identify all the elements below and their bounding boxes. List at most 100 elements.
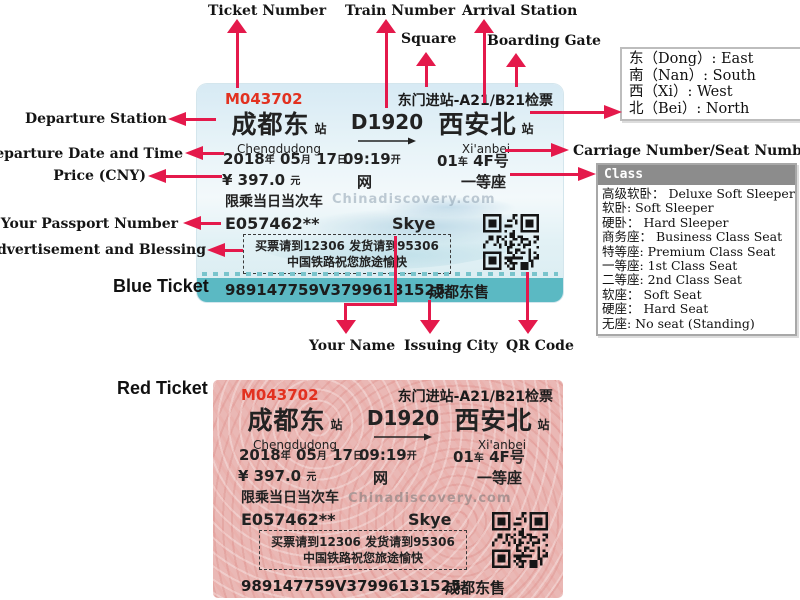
train-number-value: D1920 [350,110,424,134]
class-item: 硬座： Hard Seat [602,301,709,317]
arrow-ticket-number [227,19,247,33]
label-arrival-station: Arrival Station [462,3,578,19]
label-advertisement: Advertisement and Blessing [0,242,206,258]
arrow-departure-station [168,112,186,126]
class-item: 软卧: Soft Sleeper [602,200,714,216]
departure-station-name: 成都东 [231,110,310,139]
departure-pinyin: Chengdudong [253,438,337,452]
watermark: Chinadiscovery.com [348,491,512,506]
arrow-square [416,52,436,66]
arrow-line [225,249,243,252]
arrival-pinyin: Xi'anbei [477,438,527,452]
perforation-dashes [202,272,558,276]
arrow-line [186,118,216,121]
label-passport-number: Your Passport Number [0,216,178,232]
station-suffix: 站 [330,418,343,432]
departure-station-name: 成都东 [247,406,326,435]
ad-line-2: 中国铁路祝您旅途愉快 [286,255,407,269]
label-departure-station: Departure Station [24,111,167,127]
watermark: Chinadiscovery.com [332,192,496,207]
departure-station-block: 成都东站 Chengdudong [225,401,365,452]
passenger-name-value: Skye [408,510,452,529]
direction-east: 东（Dong）: East [629,51,754,67]
station-suffix: 站 [521,122,534,136]
qr-code [492,512,548,568]
arrow-line [530,111,604,114]
direction-north: 北（Bei）: North [629,100,750,117]
departure-time: 09:19开 [343,150,401,168]
label-blue-ticket: Blue Ticket [113,276,209,296]
arrow-class-box [578,167,596,181]
arrow-line [394,236,397,306]
train-number-block: D1920 [349,110,425,145]
ticket-footer-strip: 989147759V37996131525 成都东售 [197,278,563,302]
label-red-ticket: Red Ticket [117,378,208,398]
label-issuing-city: Issuing City [404,338,498,354]
arrow-departure-datetime [185,146,203,160]
label-your-name: Your Name [309,338,396,354]
arrival-station-block: 西安北站 Xi'anbei [439,401,565,452]
class-item: 无座: No seat (Standing) [602,315,755,331]
arrow-boarding-gate [506,53,526,67]
price-value: ¥ 397.0 元 [222,171,301,189]
qr-code [483,214,539,270]
purchase-channel: 网 [373,469,389,487]
label-ticket-number: Ticket Number [208,3,327,19]
price-value: ¥ 397.0 元 [238,467,317,485]
ad-line-2: 中国铁路祝您旅途愉快 [302,551,423,565]
arrival-pinyin: Xi'anbei [461,142,511,156]
departure-pinyin: Chengdudong [237,142,321,156]
arrow-line [203,152,224,155]
arrow-line [236,33,239,88]
departure-time: 09:19开 [359,446,417,464]
arrow-line [385,33,388,108]
seat-class-value: 一等座 [477,469,523,487]
station-suffix: 站 [314,122,327,136]
boarding-gate-value: 东门进站-A21/B21检票 [397,93,553,109]
arrow-carriage-seat [551,143,569,157]
arrow-line [166,175,222,178]
departure-station-block: 成都东站 Chengdudong [209,105,349,156]
class-item: 一等座: 1st Class Seat [602,258,738,274]
ad-line-1: 买票请到12306 发货请到95306 [271,535,455,549]
label-carriage-seat: Carriage Number/Seat Number [573,143,800,159]
departure-date: 2018年 05月 17日 [223,150,347,168]
arrow-your-name [336,320,356,334]
arrow-line [505,149,551,152]
ticket-footer-strip: 989147759V37996131525 成都东售 [213,574,563,598]
ticket-number-value: M043702 [241,386,319,404]
direction-arrow-icon [358,137,416,145]
class-item: 软座： Soft Seat [602,286,702,302]
validity-notice: 限乘当日当次车 [225,194,323,210]
label-boarding-gate: Boarding Gate [487,33,601,49]
passport-number-value: E057462** [225,214,320,233]
arrow-line [483,33,486,103]
arrow-price [148,169,166,183]
arrow-line [510,173,578,176]
direction-arrow-icon [374,433,432,441]
arrow-qr-code [518,320,538,334]
arrow-line [201,222,221,225]
arrow-advertisement [207,243,225,257]
boarding-gate-value: 东门进站-A21/B21检票 [397,389,553,405]
arrow-issuing-city [420,320,440,334]
advertisement-box: 买票请到12306 发货请到95306 中国铁路祝您旅途愉快 [259,530,467,570]
class-item: 高级软卧： Deluxe Soft Sleeper [602,186,795,201]
label-departure-datetime: Departure Date and Time [0,146,183,162]
class-legend-box: Class 高级软卧： Deluxe Soft Sleeper 软卧: Soft… [596,163,797,337]
arrow-line [344,303,347,320]
validity-notice: 限乘当日当次车 [241,490,339,506]
class-item: 硬卧： Hard Sleeper [602,214,729,230]
arrow-line [526,272,529,320]
arrow-directions-box [604,105,622,119]
class-item: 特等座: Premium Class Seat [602,243,776,259]
arrow-line [344,303,397,306]
blue-ticket: M043702 东门进站-A21/B21检票 成都东站 Chengdudong … [197,84,563,302]
departure-date: 2018年 05月 17日 [239,446,363,464]
label-square: Square [401,31,457,47]
arrival-station-name: 西安北 [454,406,533,435]
label-price: Price (CNY) [53,168,146,184]
class-box-title: Class [598,165,795,185]
ticket-number-value: M043702 [225,90,303,108]
class-item: 二等座: 2nd Class Seat [602,272,742,288]
